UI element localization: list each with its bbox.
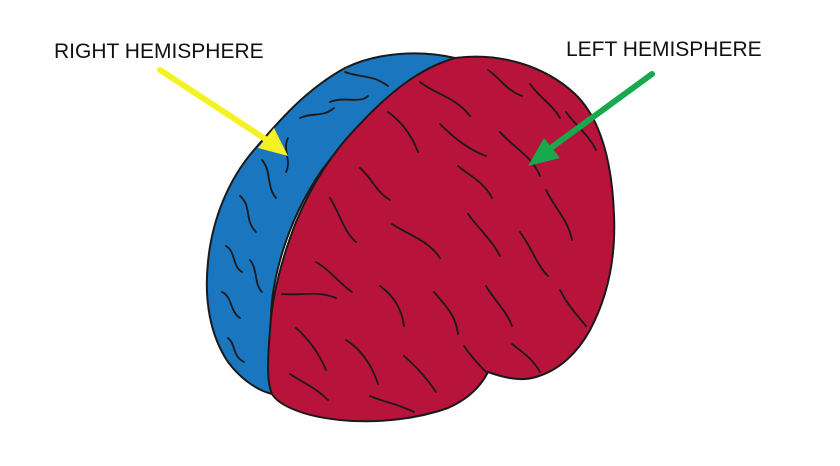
left-hemisphere-folds (281, 69, 597, 413)
left-hemisphere-arrow (528, 71, 655, 166)
right-hemisphere-folds (221, 71, 389, 363)
right-hemisphere-arrow (157, 67, 288, 156)
left-hemisphere-shape (267, 55, 616, 423)
right-hemisphere-label: RIGHT HEMISPHERE (54, 40, 264, 63)
left-hemisphere-label: LEFT HEMISPHERE (566, 38, 762, 61)
